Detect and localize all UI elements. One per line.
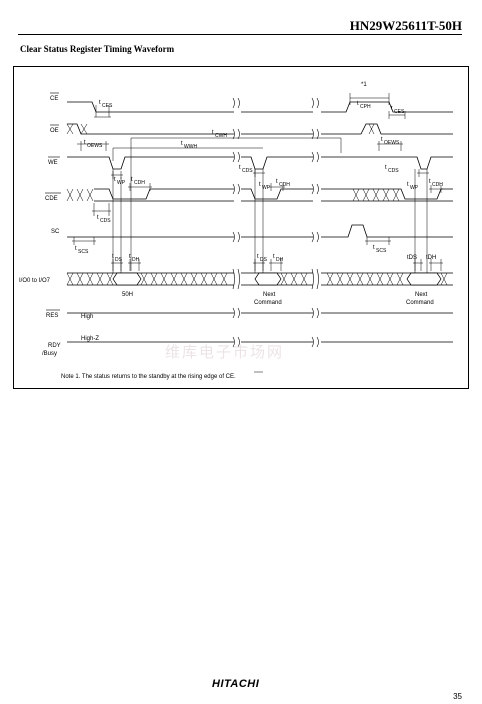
label-twp2: WP [262,185,271,191]
t-prefix: t [373,245,375,251]
t-prefix: t [391,106,393,112]
label-tcds: CDS [242,168,253,174]
label-tds2: DS [260,257,268,263]
signal-rdy: RDY [48,343,61,349]
label-next-1: Next [263,292,276,298]
label-command-1: Command [254,300,282,306]
t-prefix: t [259,182,261,188]
t-prefix: t [429,179,431,185]
signal-oe: OE [50,128,59,134]
watermark: 维库电子市场网 [165,343,285,361]
t-prefix: t [75,246,77,252]
label-tces2: CES [394,109,405,115]
hatch-regions [66,123,448,286]
label-tcdh3: CDH [432,182,443,188]
label-tdh: DH [132,257,140,263]
signal-busy: /Busy [42,351,57,357]
label-tcds3: CDS [100,218,111,224]
hitachi-logo: HITACHI [212,678,260,690]
t-prefix: t [357,101,359,107]
signal-we: WE [48,160,58,166]
t-prefix: t [239,165,241,171]
timing-diagram: CE OE WE CDE SC I/O0 to I/O7 RES RDY /Bu… [13,66,469,389]
t-prefix: t [129,254,131,260]
label-toews2: OEWS [384,140,400,146]
break-markers [232,97,319,348]
label-tcph: CPH [360,104,371,110]
page-number: 35 [453,692,462,701]
label-toews: OEWS [87,143,103,149]
t-prefix: t [273,254,275,260]
signal-io: I/O0 to I/O7 [19,278,51,284]
section-title: Clear Status Register Timing Waveform [20,44,175,54]
t-prefix: t [257,254,259,260]
label-tDS: tDS [407,255,417,261]
we-waveform [67,156,453,170]
sc-waveform [67,224,453,238]
t-prefix: t [99,100,101,106]
t-prefix: t [276,179,278,185]
t-prefix: t [112,254,114,260]
label-twwh: WWH [184,144,197,150]
part-number: HN29W25611T-50H [349,18,462,33]
header-rule [18,34,462,35]
label-tds: DS [115,257,123,263]
t-prefix: t [181,141,183,147]
label-tcdh: CDH [134,180,145,186]
t-prefix: t [407,182,409,188]
note-text: Note 1. The status returns to the standb… [61,374,236,380]
t-prefix: t [114,177,116,183]
signal-ce: CE [50,96,58,102]
label-tDH: tDH [426,255,436,261]
label-high: High [81,314,93,320]
ce-waveform [67,101,453,113]
label-tcdh2: CDH [279,182,290,188]
cde-waveform [94,188,453,202]
label-twp: WP [117,180,126,186]
label-tdh2: DH [276,257,284,263]
t-prefix: t [381,137,383,143]
label-tcds2: CDS [388,168,399,174]
label-tscs2: SCS [376,248,387,254]
label-tscs: SCS [78,249,89,255]
label-tces: CES [102,103,113,109]
io-data-boxes [112,272,442,286]
signal-cde: CDE [45,196,58,202]
t-prefix: t [212,130,214,136]
t-prefix: t [84,140,86,146]
label-next-2: Next [415,292,428,298]
t-prefix: t [97,215,99,221]
oe-waveform [67,123,453,135]
t-prefix: t [131,177,133,183]
label-tcwh: CWH [215,133,227,139]
label-star1: *1 [361,82,367,88]
label-highz: High-Z [81,336,99,342]
signal-sc: SC [51,229,60,235]
timing-lines [72,93,443,273]
t-prefix: t [385,165,387,171]
label-50h: 50H [122,292,133,298]
signal-res: RES [46,313,58,319]
label-command-2: Command [406,300,434,306]
label-twp3: WP [410,185,419,191]
